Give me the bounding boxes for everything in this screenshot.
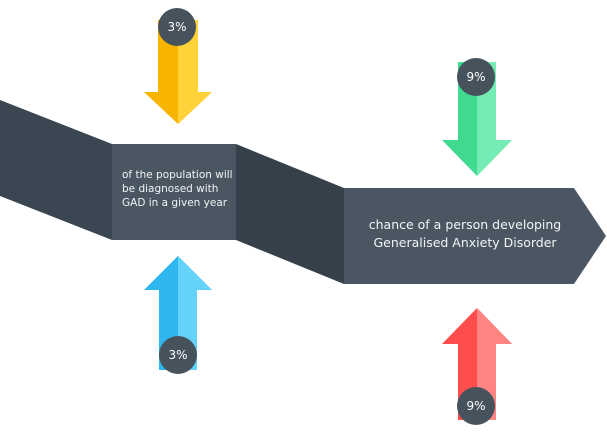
right-arrow-panel: [344, 188, 606, 284]
badge-bottom-left: 3%: [159, 336, 197, 374]
left-caption: of the population will be diagnosed with…: [122, 169, 233, 209]
badge-bottom-right: 9%: [457, 387, 495, 425]
left-caption-panel: [112, 144, 236, 240]
badge-top-left: 3%: [158, 8, 196, 46]
band-middle-segment: [236, 144, 344, 284]
right-caption: chance of a person developing Generalise…: [368, 217, 562, 250]
band-left-segment: [0, 100, 112, 240]
down-arrow-yellow: [144, 20, 212, 124]
badge-top-right: 9%: [457, 58, 495, 96]
